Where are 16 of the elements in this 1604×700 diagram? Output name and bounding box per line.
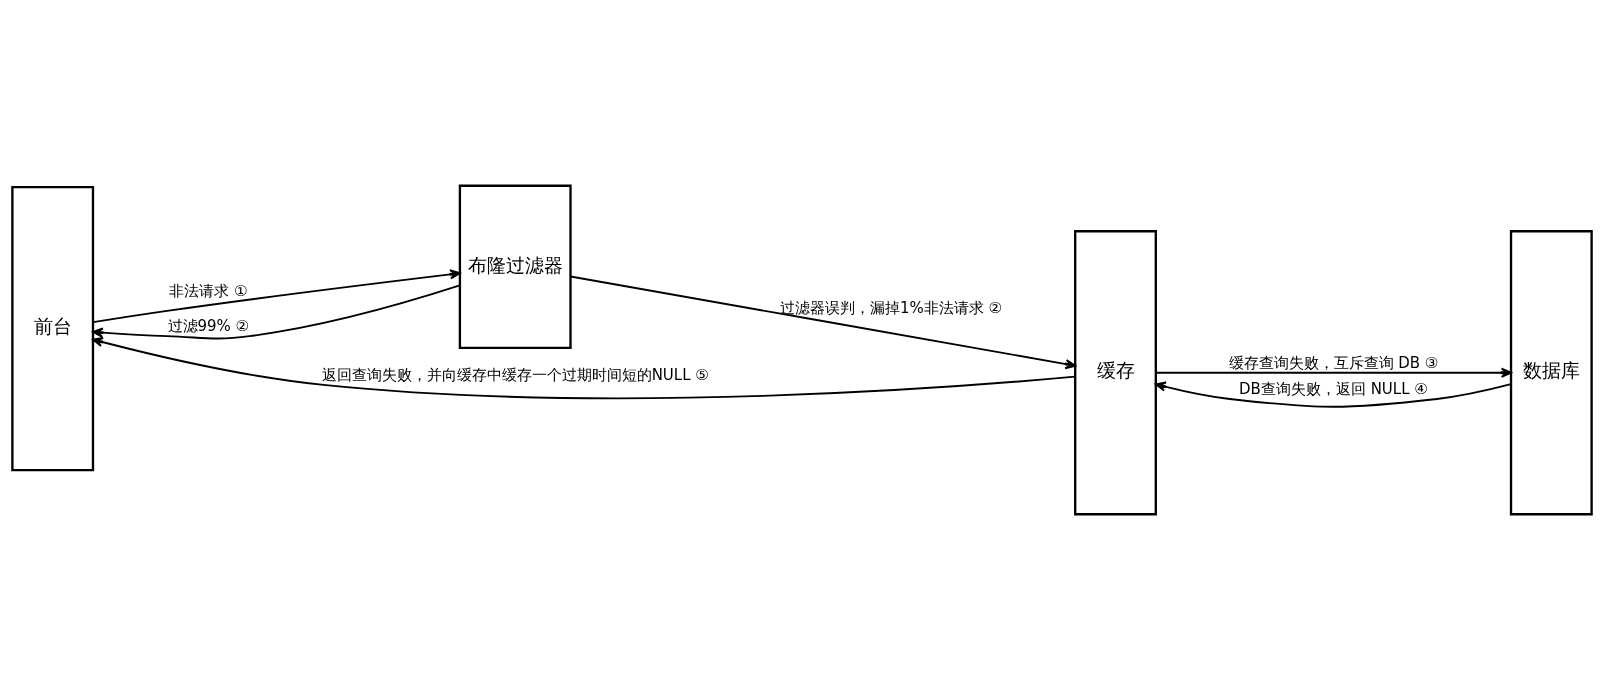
node-box: 缓存 xyxy=(1074,230,1157,516)
arrow xyxy=(1155,367,1512,378)
arrow xyxy=(92,269,461,324)
edge-label: DB查询失败，返回 NULL ④ xyxy=(1239,380,1428,399)
arrow xyxy=(92,284,461,340)
node-box: 数据库 xyxy=(1509,230,1593,516)
arrow xyxy=(569,275,1077,370)
node-box: 前台 xyxy=(11,186,95,472)
edge-label: 非法请求 ① xyxy=(169,281,248,300)
arrow xyxy=(1155,381,1512,408)
edge-label: 缓存查询失败，互斥查询 DB ③ xyxy=(1228,353,1439,372)
edge-label: 过滤99% ② xyxy=(167,317,250,336)
edge-label: 返回查询失败，并向缓存中缓存一个过期时间短的NULL ⑤ xyxy=(321,366,709,385)
node-box: 布隆过滤器 xyxy=(458,184,572,350)
arrow xyxy=(92,336,1076,400)
edge-label: 过滤器误判，漏掉1%非法请求 ② xyxy=(780,298,1003,317)
